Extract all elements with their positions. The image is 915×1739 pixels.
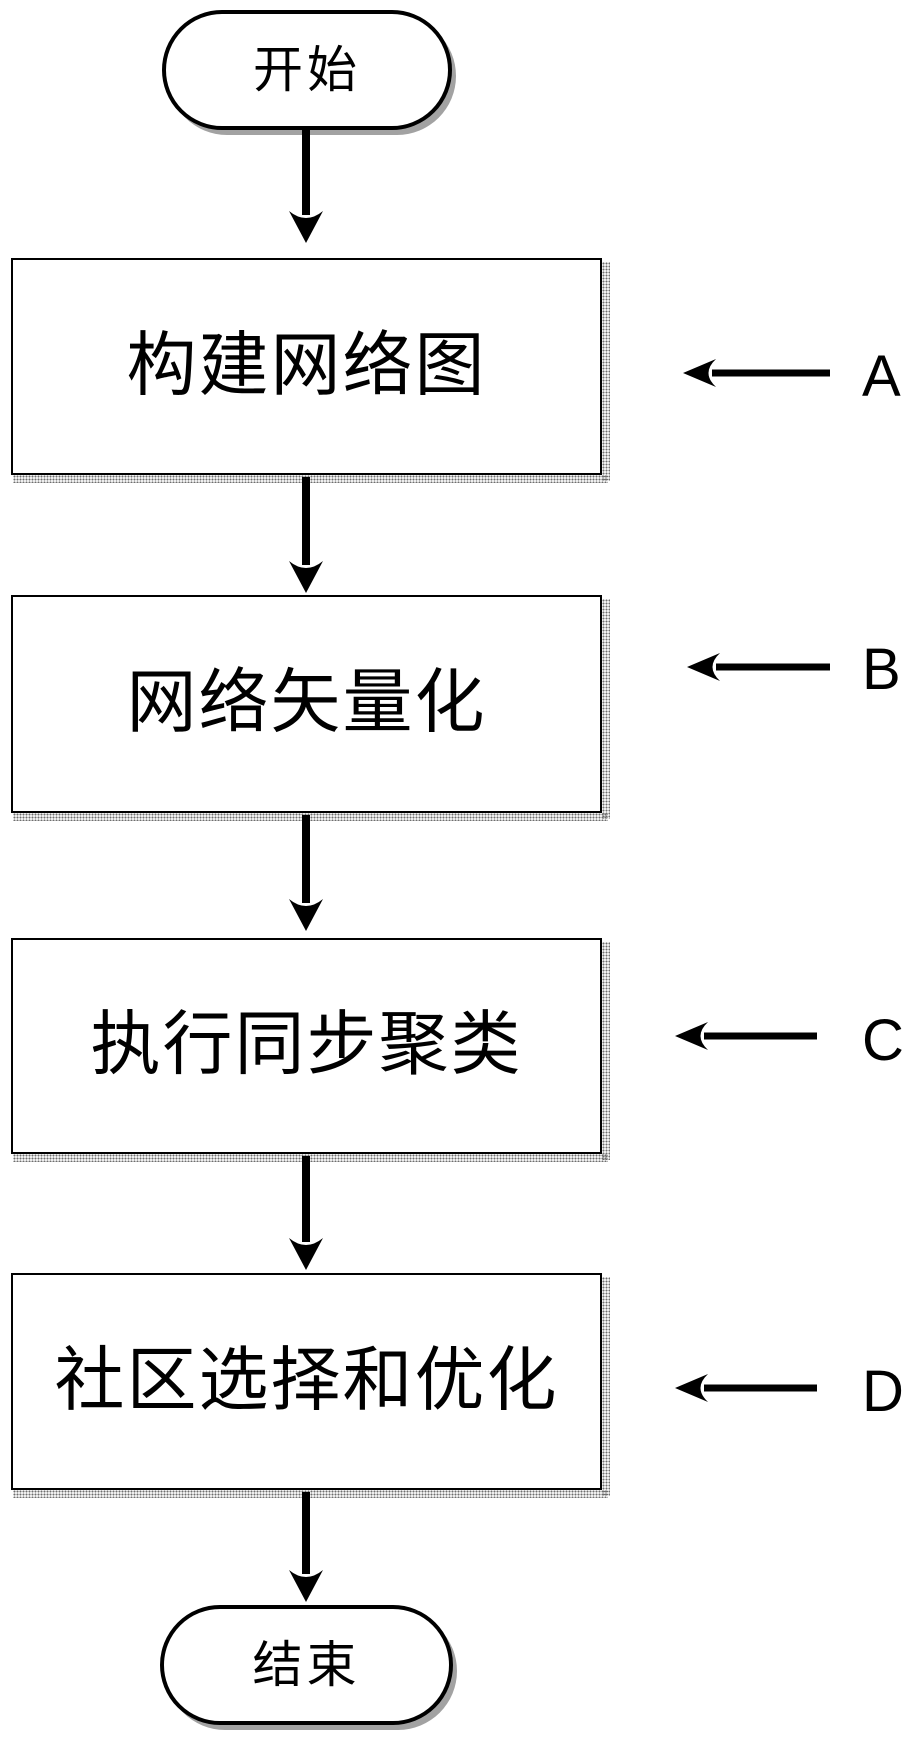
marker-label-b: B (862, 637, 901, 702)
arrow-left-icon (687, 653, 830, 681)
step-label: 社区选择和优化 (54, 1342, 559, 1420)
step-box-build-network-graph: 构建网络图 (11, 258, 610, 483)
arrow-left-icon (675, 1374, 817, 1402)
step-box-network-vectorization: 网络矢量化 (11, 595, 610, 821)
arrow-down-icon (289, 1156, 323, 1270)
step-box-community-selection-optimization: 社区选择和优化 (11, 1273, 610, 1498)
start-node-label: 开始 (253, 42, 361, 98)
marker-label-c: C (862, 1008, 904, 1073)
marker-label-d: D (862, 1359, 904, 1424)
arrow-left-icon (683, 359, 830, 387)
step-label: 执行同步聚类 (90, 1007, 523, 1084)
arrow-down-icon (289, 1492, 323, 1602)
marker-label-a: A (862, 344, 901, 409)
end-node: 结束 (160, 1605, 453, 1725)
step-box-synchronous-clustering: 执行同步聚类 (11, 938, 610, 1162)
step-label: 构建网络图 (126, 327, 487, 405)
arrow-down-icon (289, 127, 323, 243)
arrow-down-icon (289, 815, 323, 931)
end-node-label: 结束 (252, 1637, 361, 1693)
arrow-left-icon (675, 1022, 817, 1050)
start-node: 开始 (162, 10, 452, 130)
arrow-down-icon (289, 477, 323, 593)
step-label: 网络矢量化 (126, 665, 487, 742)
